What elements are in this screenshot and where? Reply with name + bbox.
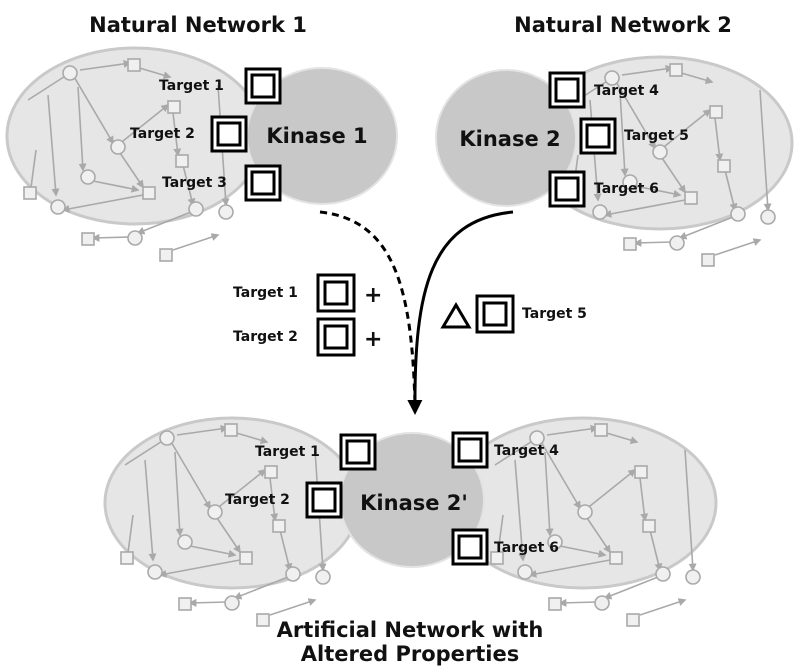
- dashed-arrow-from-kinase-1: [319, 210, 417, 406]
- artificial-network: Kinase 2' Target 1 Target 2 Target 4 Tar…: [103, 416, 718, 626]
- target-6-site-n2: [548, 170, 586, 208]
- transfer-target-2: Target 2 +: [233, 317, 382, 357]
- delta-triangle-icon: [440, 302, 472, 329]
- plus-sign-1: +: [364, 283, 382, 308]
- target-6-label-n2: Target 6: [594, 181, 659, 197]
- target-1-site-n1: [244, 67, 282, 105]
- transfer-target-1-label: Target 1: [233, 285, 298, 301]
- network-1-title: Natural Network 1: [89, 13, 307, 37]
- target-6-site-art: [451, 528, 489, 566]
- target-1-label-n1: Target 1: [159, 78, 224, 94]
- target-6-label-art: Target 6: [494, 540, 559, 556]
- target-3-site-n1: [244, 164, 282, 202]
- target-1-site-art: [339, 433, 377, 471]
- kinase-2-prime-label: Kinase 2': [360, 491, 468, 515]
- transfer-target-1: Target 1 +: [233, 273, 382, 313]
- target-4-site-n2: [548, 71, 586, 109]
- removed-target-5: Target 5: [440, 294, 587, 334]
- target-4-label-art: Target 4: [494, 443, 559, 459]
- network-2-title: Natural Network 2: [514, 13, 732, 37]
- kinase-2-label: Kinase 2: [459, 127, 560, 151]
- target-2-label-n1: Target 2: [130, 126, 195, 142]
- natural-network-2: Kinase 2 Target 4 Target 5 Target 6: [435, 55, 794, 266]
- removed-target-5-label: Target 5: [522, 306, 587, 322]
- target-5-site-n2: [579, 117, 617, 155]
- natural-network-1: Kinase 1 Target 1 Target 2 Target 3: [5, 46, 398, 261]
- kinase-1-label: Kinase 1: [266, 124, 367, 148]
- target-5-label-n2: Target 5: [624, 128, 689, 144]
- artificial-network-title-line2: Altered Properties: [301, 642, 519, 666]
- solid-arrow-from-kinase-2: [407, 210, 514, 415]
- target-4-label-n2: Target 4: [594, 83, 659, 99]
- plus-sign-2: +: [364, 327, 382, 352]
- target-1-label-art: Target 1: [255, 444, 320, 460]
- target-3-label-n1: Target 3: [162, 175, 227, 191]
- target-4-site-art: [451, 431, 489, 469]
- artificial-network-title-line1: Artificial Network with: [277, 618, 544, 642]
- artificial-right-body: [448, 416, 718, 590]
- target-2-site-art: [305, 481, 343, 519]
- target-2-site-n1: [210, 115, 248, 153]
- target-2-label-art: Target 2: [225, 492, 290, 508]
- transfer-target-2-label: Target 2: [233, 329, 298, 345]
- kinase-2-body: [435, 69, 577, 207]
